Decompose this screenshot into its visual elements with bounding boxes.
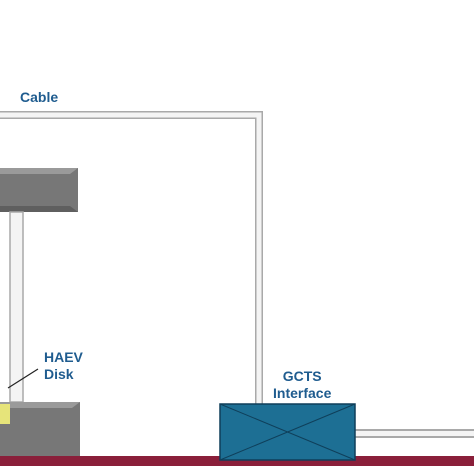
gcts-interface-label: GCTS Interface: [273, 368, 331, 402]
gcts-label-line-1: GCTS: [282, 368, 322, 384]
cable-label: Cable: [20, 89, 59, 105]
haev-label-line-2: Disk: [44, 366, 74, 382]
gcts-label-line-2: Interface: [273, 385, 332, 401]
haev-leader-line: [7, 368, 39, 389]
gcts-box-diagonal-2: [219, 403, 356, 461]
cable: [0, 111, 263, 404]
haev-disk-label: HAEV Disk: [44, 349, 83, 383]
top-frame-plate: [0, 168, 78, 212]
top-plate-shade-bottom: [0, 206, 78, 212]
haev-disk: [0, 404, 10, 424]
top-plate-shade: [0, 168, 78, 174]
cable-right-fill: [355, 431, 474, 436]
base-plate: [0, 456, 474, 466]
cable-inner: [0, 112, 262, 404]
frame-column: [9, 211, 24, 403]
haev-label-line-1: HAEV: [44, 349, 83, 365]
bottom-plate-shade: [0, 402, 80, 408]
bottom-frame-plate: [0, 402, 80, 456]
